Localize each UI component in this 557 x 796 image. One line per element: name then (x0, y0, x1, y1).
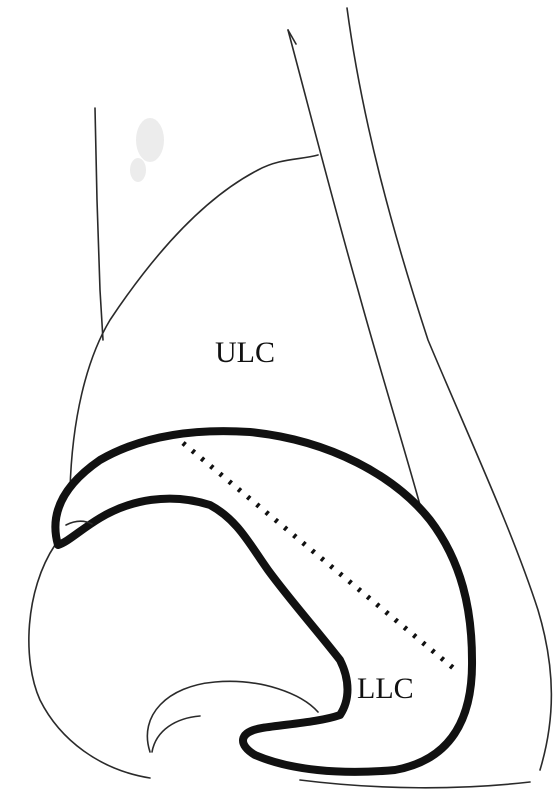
alar-base-line (300, 780, 530, 788)
lower-lateral-cartilage-outline (55, 431, 472, 772)
left-vertical-line (95, 108, 103, 340)
ulc-label: ULC (215, 336, 275, 369)
pencil-smudge (130, 118, 164, 182)
dorsum-inner-line (288, 30, 420, 505)
alar-outline (29, 545, 150, 778)
llc-label: LLC (357, 672, 414, 705)
nostril-curl (147, 681, 318, 752)
dorsum-outer-line (347, 8, 551, 770)
nostril-inner-curl (152, 716, 200, 752)
